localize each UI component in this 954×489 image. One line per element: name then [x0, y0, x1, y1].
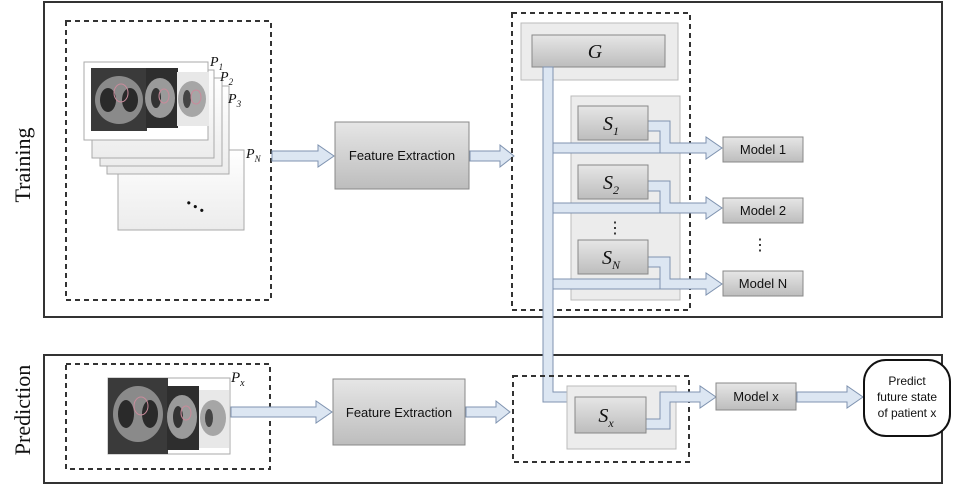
prediction-output: Predict future state of patient x	[863, 359, 951, 437]
submodel-1-symbol: S	[603, 113, 613, 135]
prediction-model-dashed	[512, 375, 690, 463]
global-model-label: G	[588, 41, 603, 63]
ct-scan-image-training	[91, 68, 209, 131]
submodel-x: Sx	[574, 396, 647, 434]
feature-extraction-label-prediction: Feature Extraction	[346, 405, 452, 420]
model-2-label: Model 2	[740, 203, 786, 218]
svg-text:Sx: Sx	[598, 405, 614, 430]
submodel-ellipsis: ⋮	[607, 220, 623, 237]
arrow-sx-to-model-x	[645, 385, 717, 430]
submodel-1: S1	[577, 105, 649, 141]
svg-text:Px: Px	[230, 370, 245, 389]
feature-extraction-box-prediction	[332, 378, 466, 446]
patient-group-dashed	[65, 20, 272, 301]
ct-scan-image-prediction	[107, 377, 231, 455]
arrow-features-to-models	[469, 143, 515, 169]
model-x: Model x	[715, 382, 797, 411]
training-label: Training	[10, 128, 35, 203]
model-1: Model 1	[722, 136, 804, 163]
submodel-x-symbol: S	[598, 405, 608, 427]
arrow-patients-to-features	[271, 144, 335, 168]
svg-text:P2: P2	[219, 70, 234, 87]
model-group-dashed	[511, 12, 691, 311]
svg-text:S2: S2	[603, 172, 619, 197]
model-1-label: Model 1	[740, 142, 786, 157]
submodel-n: SN	[577, 239, 649, 275]
feature-extraction-box-training	[334, 121, 470, 190]
svg-text:P3: P3	[227, 92, 242, 109]
patient-label-3: P	[227, 92, 237, 107]
output-line-3: of patient x	[878, 406, 937, 420]
feature-extraction-label-training: Feature Extraction	[349, 148, 455, 163]
arrow-prediction-features-to-model	[465, 399, 511, 425]
global-model-box	[531, 34, 666, 68]
prediction-label: Prediction	[10, 365, 35, 455]
output-line-2: future state	[877, 390, 937, 404]
submodel-2-symbol: S	[603, 172, 613, 194]
model-n-label: Model N	[739, 276, 787, 291]
output-line-1: Predict	[888, 374, 926, 388]
svg-text:SN: SN	[602, 247, 621, 272]
svg-text:P1: P1	[209, 55, 223, 72]
model-n: Model N	[722, 270, 804, 297]
arrow-prediction-patient-to-features	[230, 400, 333, 424]
submodel-n-symbol: S	[602, 247, 612, 269]
patient-label-2: P	[219, 70, 229, 85]
svg-text:PN: PN	[245, 147, 262, 164]
submodel-2: S2	[577, 164, 649, 200]
patient-label-1: P	[209, 55, 219, 70]
model-x-label: Model x	[733, 389, 779, 404]
patient-labels: P1 P2 P3 PN	[209, 55, 262, 164]
model-2: Model 2	[722, 197, 804, 224]
svg-text:S1: S1	[603, 113, 619, 138]
submodel-to-model-arrows	[647, 120, 723, 296]
models-ellipsis: ⋮	[752, 237, 768, 254]
patient-label-n: P	[245, 147, 255, 162]
arrow-model-x-to-output	[796, 385, 864, 409]
prediction-patient-label: P	[230, 370, 240, 386]
